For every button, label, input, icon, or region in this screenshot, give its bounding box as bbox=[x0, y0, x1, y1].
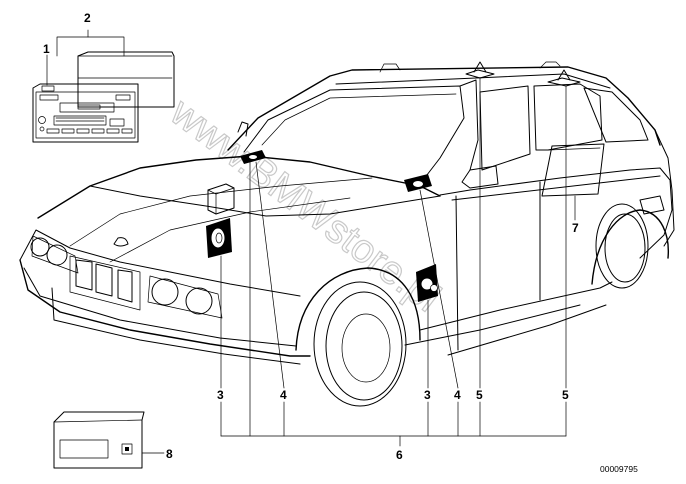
headlights bbox=[30, 235, 223, 319]
callout-5-rear: 5 bbox=[562, 388, 569, 402]
part-number: 00009795 bbox=[600, 464, 638, 474]
front-bumper bbox=[19, 259, 311, 357]
callout-7: 7 bbox=[572, 221, 579, 235]
amplifier-panel bbox=[541, 143, 605, 197]
car-wagon bbox=[19, 61, 675, 407]
callout-6: 6 bbox=[396, 448, 403, 462]
callout-3-left: 3 bbox=[217, 388, 224, 402]
callout-2: 2 bbox=[84, 11, 91, 25]
car-side bbox=[439, 167, 673, 259]
amplifier-box bbox=[53, 411, 145, 469]
rear-wheel-arch bbox=[591, 209, 669, 285]
speaker-right bbox=[416, 264, 438, 302]
side-mirror bbox=[461, 165, 499, 189]
kidney-grille bbox=[69, 255, 141, 311]
front-wheel bbox=[313, 281, 407, 407]
callouts: 2 1 3 4 3 4 5 5 6 7 8 bbox=[43, 11, 579, 462]
antenna-left bbox=[240, 150, 266, 164]
callout-1: 1 bbox=[43, 42, 50, 56]
radio-unit bbox=[32, 83, 139, 143]
radio-assembly bbox=[32, 29, 175, 143]
callout-8: 8 bbox=[166, 447, 173, 461]
callout-3-right: 3 bbox=[424, 388, 431, 402]
radio-box bbox=[77, 51, 175, 108]
roof-antenna-rear bbox=[547, 69, 581, 87]
front-wheel-arch bbox=[295, 267, 421, 351]
antenna-right bbox=[404, 174, 432, 192]
car-roof bbox=[227, 66, 661, 151]
callout-5-front: 5 bbox=[476, 388, 483, 402]
rear-wheel bbox=[595, 203, 649, 289]
roof-antenna-front bbox=[465, 61, 495, 79]
callout-4-right: 4 bbox=[454, 388, 461, 402]
leader-lines bbox=[141, 77, 576, 454]
callout-4-left: 4 bbox=[280, 388, 287, 402]
speaker-left bbox=[206, 218, 232, 258]
speaker-box bbox=[207, 183, 235, 215]
callout-2-leader bbox=[56, 36, 125, 57]
